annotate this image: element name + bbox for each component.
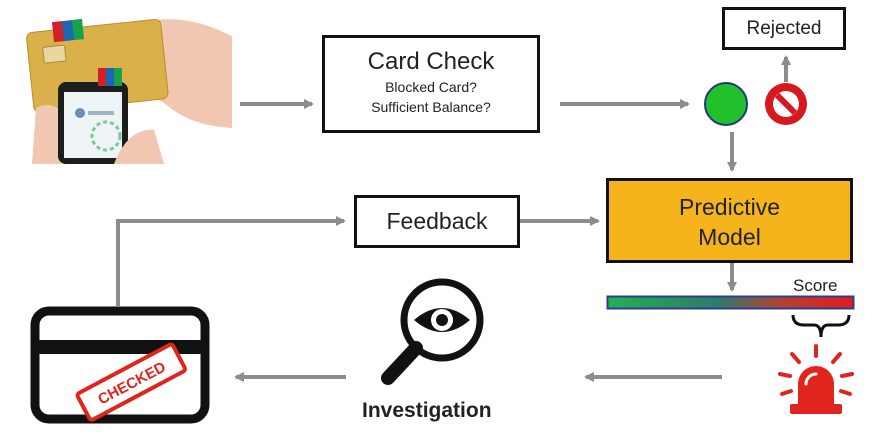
rejected-box: Rejected — [722, 7, 846, 50]
card-and-phone-payment-icon — [26, 18, 232, 164]
feedback-box: Feedback — [354, 195, 520, 248]
predictive-model-box: Predictive Model — [606, 178, 853, 263]
arrow-card-to-feedback — [116, 216, 346, 306]
score-brace — [791, 314, 851, 338]
gradient-score-bar — [606, 295, 855, 310]
predictive-model-line1: Predictive — [679, 194, 780, 220]
siren-alarm-icon — [778, 344, 854, 414]
card-check-question-balance: Sufficient Balance? — [371, 99, 491, 115]
magnifier-eye-icon — [381, 278, 484, 385]
predictive-model-line2: Model — [698, 224, 761, 250]
investigation-label: Investigation — [362, 399, 492, 422]
card-check-title: Card Check — [367, 48, 495, 75]
checked-card-icon: CHECKED — [30, 306, 210, 424]
no-entry-icon — [765, 83, 807, 125]
green-circle-icon — [704, 82, 748, 126]
card-check-box: Card Check Blocked Card? Sufficient Bala… — [322, 35, 540, 133]
card-check-question-blocked: Blocked Card? — [385, 79, 477, 95]
score-label: Score — [793, 276, 838, 295]
